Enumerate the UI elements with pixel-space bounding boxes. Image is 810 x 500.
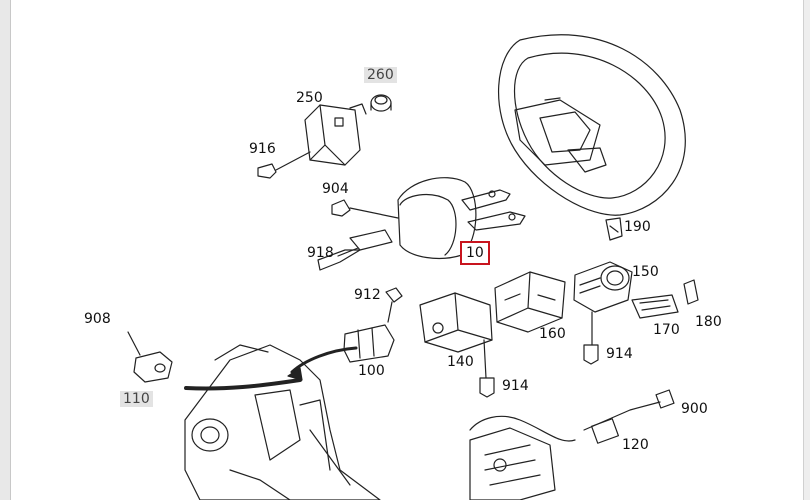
part-10-column-switch	[397, 177, 526, 260]
label-900: 900	[681, 401, 708, 417]
label-110: 110	[120, 391, 153, 407]
bottom-mechanism	[469, 427, 556, 500]
label-250: 250	[296, 90, 323, 106]
part-904-clip	[331, 199, 399, 219]
steering-wheel	[498, 34, 686, 216]
label-908: 908	[84, 311, 111, 327]
label-170: 170	[653, 322, 680, 338]
part-180-clip	[683, 279, 699, 305]
label-918: 918	[307, 245, 334, 261]
part-120-cable	[469, 389, 675, 444]
label-150: 150	[632, 264, 659, 280]
label-100: 100	[358, 363, 385, 379]
label-916: 916	[249, 141, 276, 157]
part-912-clip	[385, 287, 403, 323]
label-260: 260	[364, 67, 397, 83]
label-180: 180	[695, 314, 722, 330]
label-914-left: 914	[502, 378, 529, 394]
left-window-edge	[0, 0, 11, 500]
label-140: 140	[447, 354, 474, 370]
part-916-clip	[257, 151, 311, 179]
pedal-assembly	[184, 344, 381, 500]
part-170-connector	[631, 294, 679, 319]
part-918-bracket	[317, 229, 393, 271]
label-914-right: 914	[606, 346, 633, 362]
label-904: 904	[322, 181, 349, 197]
part-908-switch	[127, 331, 173, 383]
label-120: 120	[622, 437, 649, 453]
label-160: 160	[539, 326, 566, 342]
part-160-housing	[494, 271, 566, 333]
label-190: 190	[624, 219, 651, 235]
right-window-edge	[803, 0, 810, 500]
part-190-clip	[605, 217, 623, 241]
part-914-clips	[479, 344, 599, 398]
part-100-sensor	[343, 324, 395, 363]
part-250-module	[304, 103, 367, 166]
label-912: 912	[354, 287, 381, 303]
part-140-lock	[419, 292, 493, 379]
part-260-ring	[370, 94, 392, 112]
part-150-ignition	[573, 261, 633, 346]
assembly-arrows	[184, 346, 358, 391]
label-10-highlighted[interactable]: 10	[460, 241, 490, 265]
